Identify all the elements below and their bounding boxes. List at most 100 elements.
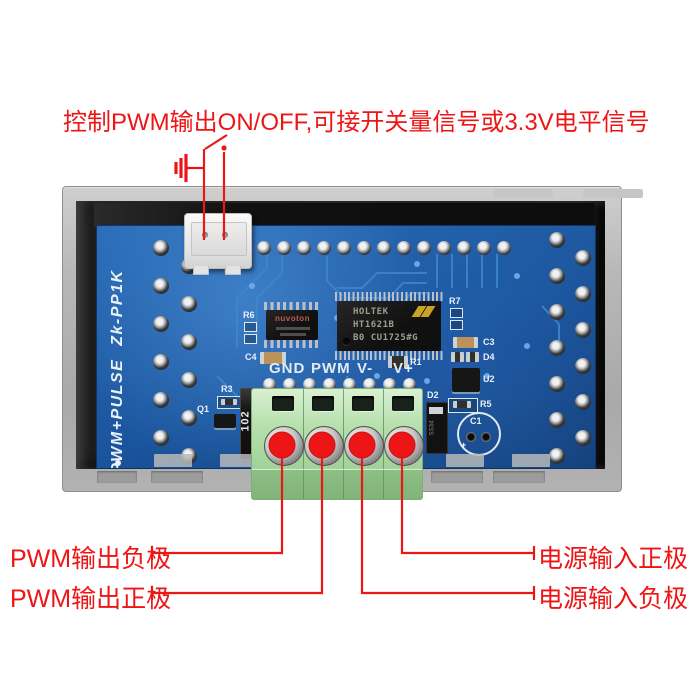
lcd-driver-chip: HOLTEK HT1621B B0 CU1725#G: [335, 292, 443, 360]
solder-pad: [377, 241, 391, 255]
case-clip: [154, 454, 192, 467]
jst-pin: [222, 232, 228, 238]
ref-d2: D2: [427, 390, 439, 400]
solder-pad: [403, 378, 416, 391]
ref-c1: C1: [470, 416, 482, 426]
d2-marking: SS34: [429, 420, 436, 436]
solder-pad: [575, 286, 591, 302]
silkscreen-dot: [115, 460, 121, 466]
c1-plus-mark: +: [461, 440, 467, 450]
solder-pad: [363, 378, 376, 391]
solder-pad: [181, 410, 197, 426]
transistor-q1: [214, 414, 236, 428]
solder-pad: [549, 376, 565, 392]
label-power-input-positive: 电源输入正极: [538, 545, 689, 573]
wire-slot: [272, 396, 294, 411]
solder-pad: [575, 322, 591, 338]
solder-pad: [343, 378, 356, 391]
ref-q1: Q1: [197, 404, 210, 414]
solder-pad: [153, 278, 169, 294]
terminal-label-pwm: PWM: [311, 360, 351, 377]
solder-pad: [457, 241, 471, 255]
solder-pad: [417, 241, 431, 255]
solder-pad: [257, 241, 271, 255]
jst-connector: [184, 213, 252, 275]
ground-symbol-icon: [176, 154, 205, 182]
terminal-label-vminus: V-: [357, 360, 374, 377]
solder-pad: [153, 392, 169, 408]
screw-terminal-vminus: [344, 426, 384, 466]
solder-pad: [575, 250, 591, 266]
pad-column-right-1: [549, 232, 565, 464]
regulator-u2: [452, 368, 480, 392]
solder-pad: [357, 241, 371, 255]
solder-pad: [497, 241, 511, 255]
solder-pad: [153, 240, 169, 256]
solder-pad: [297, 241, 311, 255]
ref-r6: R6: [243, 310, 255, 320]
solder-pad: [549, 412, 565, 428]
solder-pad: [283, 378, 296, 391]
case-clip: [446, 454, 484, 467]
rim-notch: [97, 471, 137, 483]
ref-u2: U2: [483, 374, 495, 384]
label-pwm-output-positive: PWM输出正极: [10, 585, 172, 613]
rim-notch: [431, 471, 483, 483]
label-power-input-negative: 电源输入负极: [538, 585, 689, 613]
ref-r5: R5: [480, 399, 492, 409]
pad-column-right-2: [575, 250, 591, 446]
capacitor-c1-footprint: C1 +: [457, 412, 501, 456]
mcu-chip: nuvoton: [264, 302, 320, 348]
lcd-module-edge: [94, 203, 594, 227]
wire-slot: [392, 396, 414, 411]
solder-pad: [575, 430, 591, 446]
solder-pad: [181, 296, 197, 312]
screw-terminal-gnd: [264, 426, 304, 466]
top-annotation-text: 控制PWM输出ON/OFF,可接开关量信号或3.3V电平信号: [63, 109, 650, 136]
solder-pad: [181, 372, 197, 388]
screw-terminal-vplus: [384, 426, 424, 466]
solder-pad: [153, 354, 169, 370]
header-pin-row: [257, 241, 511, 255]
solder-pad: [575, 358, 591, 374]
solder-pad: [549, 304, 565, 320]
solder-pad: [153, 430, 169, 446]
solder-pad: [397, 241, 411, 255]
solder-pad: [437, 241, 451, 255]
solder-pad: [549, 268, 565, 284]
diode-d2: SS34: [426, 402, 448, 454]
solder-pad: [337, 241, 351, 255]
jst-pin: [202, 232, 208, 238]
ref-r1: R1: [410, 357, 422, 367]
solder-pad: [303, 378, 316, 391]
driver-part-text: HT1621B: [353, 320, 395, 330]
jst-tab: [225, 266, 241, 275]
solder-pad: [317, 241, 331, 255]
ref-d4: D4: [483, 352, 495, 362]
ref-c3: C3: [483, 337, 495, 347]
solder-pad: [153, 316, 169, 332]
case-clip: [583, 189, 643, 198]
ref-c4: C4: [245, 352, 257, 362]
solder-pad: [277, 241, 291, 255]
solder-pad: [383, 378, 396, 391]
wire-slot: [312, 396, 334, 411]
terminal-label-gnd: GND: [269, 360, 306, 377]
case-clip: [493, 189, 553, 198]
resistor-code-text: 102: [239, 410, 252, 432]
ref-r7: R7: [449, 296, 461, 306]
terminal-label-vplus: V+: [393, 360, 414, 377]
solder-pad: [477, 241, 491, 255]
solder-pad: [549, 340, 565, 356]
jst-tab: [193, 266, 209, 275]
solder-pad: [549, 232, 565, 248]
wire-slot: [352, 396, 374, 411]
case-clip: [512, 454, 550, 467]
label-pwm-output-negative: PWM输出负极: [10, 545, 172, 573]
jst-opening: [191, 222, 247, 256]
ref-r3: R3: [221, 384, 233, 394]
rim-notch: [493, 471, 545, 483]
driver-brand-text: HOLTEK: [353, 307, 389, 317]
solder-pad: [263, 378, 276, 391]
